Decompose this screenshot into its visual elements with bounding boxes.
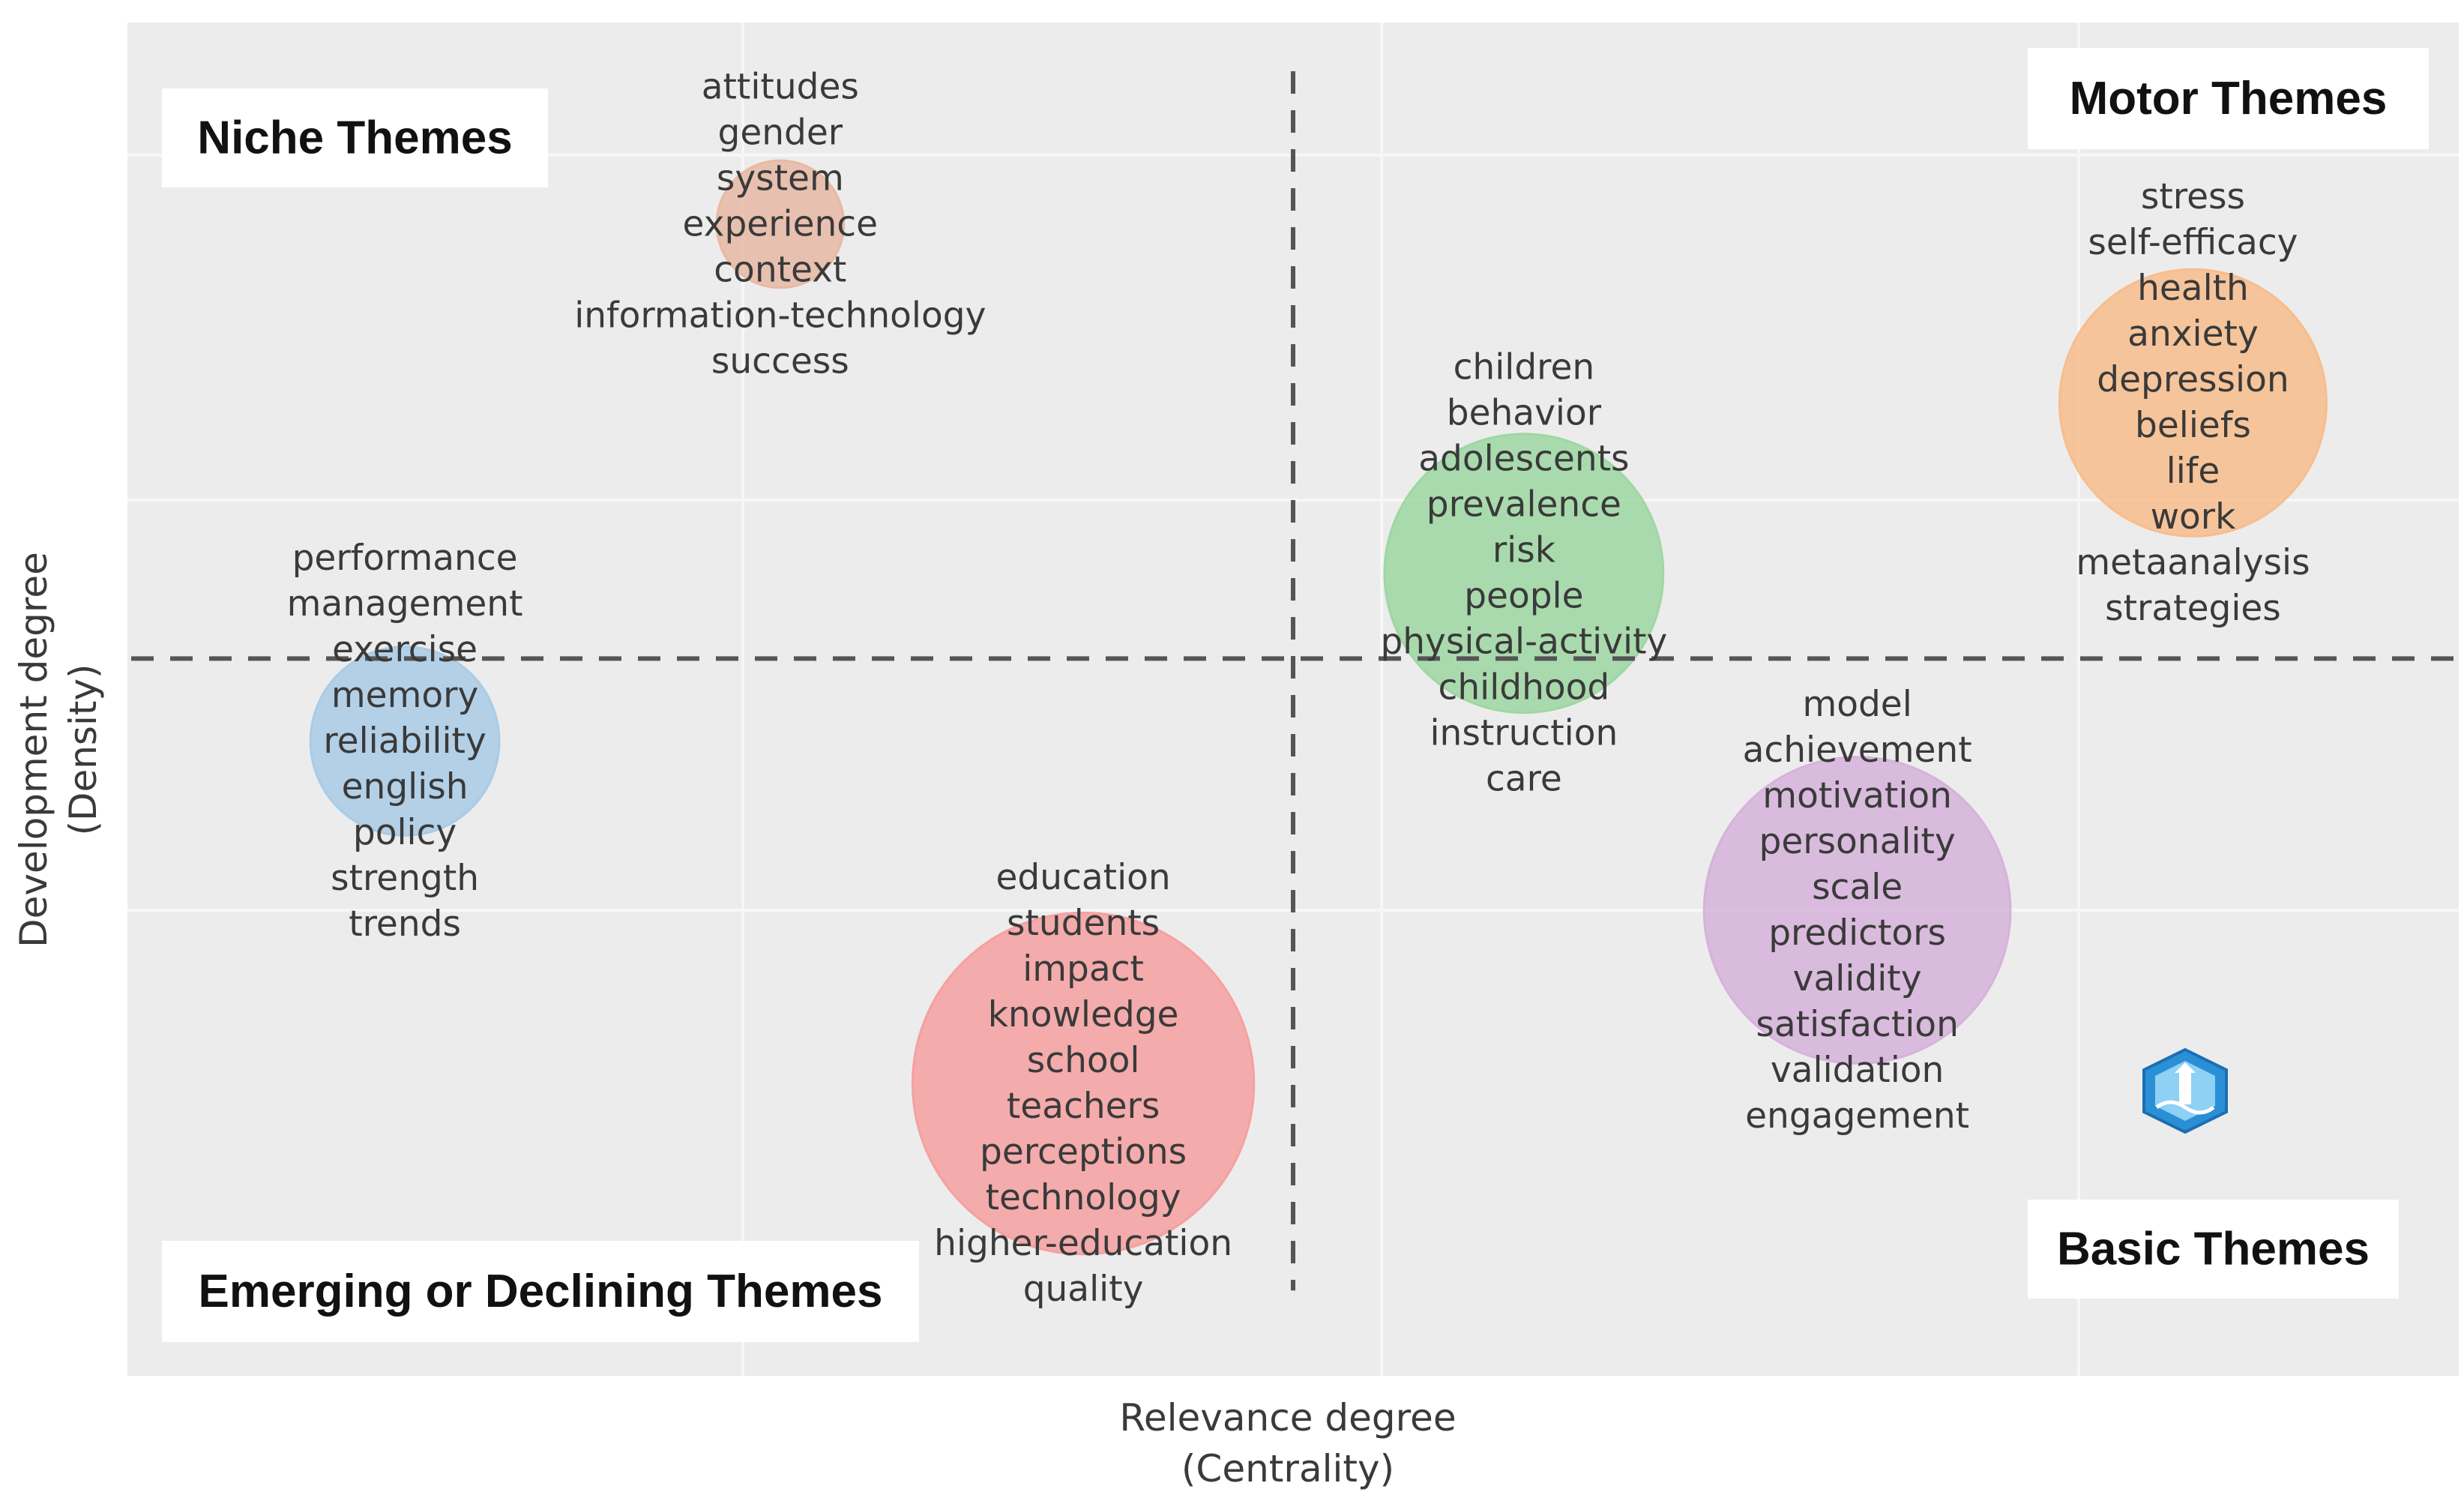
x-axis-sublabel: (Centrality) — [1181, 1447, 1394, 1491]
cluster-keyword: physical-activity — [1380, 622, 1667, 663]
quadrant-label-box — [162, 1241, 919, 1342]
cluster-keyword: anxiety — [2127, 313, 2259, 355]
quadrant-label-bottom-left: Emerging or Declining Themes — [162, 1241, 919, 1342]
cluster-keyword: predictors — [1768, 912, 1946, 954]
cluster-bubble-4 — [1702, 756, 2012, 1065]
cluster-keyword: reliability — [323, 721, 486, 762]
cluster-keyword: engagement — [1745, 1095, 1969, 1137]
cluster-keyword: attitudes — [702, 66, 859, 107]
cluster-keyword: metaanalysis — [2076, 542, 2310, 583]
cluster-keyword: knowledge — [988, 994, 1179, 1035]
quadrant-label-text: Emerging or Declining Themes — [199, 1266, 883, 1317]
cluster-keyword: care — [1486, 759, 1562, 800]
y-axis-title: Development degree (Density) — [12, 552, 105, 948]
cluster-keyword: depression — [2097, 359, 2289, 400]
cluster-keyword: memory — [331, 675, 478, 716]
cluster-bubble-5 — [2058, 268, 2328, 538]
cluster-keyword: beliefs — [2135, 405, 2251, 446]
cluster-keyword: students — [1007, 903, 1160, 944]
median-lines — [131, 70, 2455, 1291]
cluster-bubble-3 — [1383, 433, 1665, 715]
cluster-bubble-2 — [911, 911, 1256, 1256]
quadrant-label-box — [162, 88, 548, 187]
cluster-keyword: model — [1802, 684, 1912, 725]
cluster-keyword: higher-education — [934, 1223, 1232, 1264]
cluster-keyword: validation — [1771, 1050, 1944, 1091]
cluster-keyword: behavior — [1447, 393, 1602, 434]
quadrant-label-top-left: Niche Themes — [162, 88, 548, 187]
cluster-keyword: policy — [353, 812, 457, 853]
cluster-keyword: english — [342, 766, 469, 807]
cluster-keyword: prevalence — [1427, 484, 1621, 526]
cluster-keyword: impact — [1022, 948, 1144, 990]
cluster-keyword: school — [1027, 1040, 1140, 1081]
cluster-keyword: technology — [986, 1177, 1181, 1218]
lighthouse-logo-icon — [2142, 1047, 2228, 1134]
quadrant-label-text: Niche Themes — [197, 112, 512, 164]
cluster-keyword: satisfaction — [1756, 1004, 1958, 1045]
cluster-keyword: scale — [1812, 867, 1903, 908]
quadrant-label-top-right: Motor Themes — [2028, 48, 2429, 149]
cluster-keyword: stress — [2141, 176, 2245, 217]
cluster-keyword: childhood — [1439, 667, 1610, 709]
cluster-keyword: system — [717, 157, 844, 199]
cluster-keyword: success — [711, 340, 849, 382]
cluster-keyword: teachers — [1007, 1086, 1160, 1127]
quadrant-label-box — [2028, 1200, 2399, 1299]
cluster-bubble-0 — [715, 159, 846, 289]
cluster-keyword: instruction — [1430, 713, 1618, 754]
quadrant-label-text: Motor Themes — [2070, 73, 2388, 124]
cluster-keyword: exercise — [332, 629, 478, 670]
cluster-keyword: trends — [349, 903, 461, 945]
cluster-keyword: validity — [1793, 958, 1922, 999]
y-axis-sublabel: (Density) — [61, 664, 105, 835]
quadrant-label-text: Basic Themes — [2057, 1224, 2370, 1275]
cluster-keyword: work — [2151, 496, 2237, 538]
cluster-keyword: self-efficacy — [2088, 222, 2298, 263]
cluster-keyword: children — [1454, 347, 1595, 388]
cluster-keyword: achievement — [1743, 730, 1972, 771]
cluster-keyword: health — [2137, 268, 2249, 309]
cluster-keyword: people — [1464, 576, 1583, 617]
cluster-bubble-1 — [309, 646, 501, 837]
cluster-keyword: life — [2166, 451, 2220, 492]
cluster-keyword: risk — [1492, 530, 1556, 571]
x-axis-label: Relevance degree — [1119, 1396, 1456, 1440]
x-axis-title: Relevance degree (Centrality) — [1119, 1396, 1456, 1491]
quadrant-label-box — [2028, 48, 2429, 149]
y-axis-label: Development degree — [12, 552, 55, 948]
cluster-keyword: adolescents — [1418, 439, 1629, 480]
cluster-keyword: performance — [292, 538, 518, 579]
cluster-keyword: information-technology — [574, 295, 986, 336]
cluster-keyword: quality — [1023, 1269, 1144, 1310]
cluster-keyword: context — [714, 249, 846, 290]
cluster-keyword: personality — [1759, 821, 1955, 862]
cluster-keyword: experience — [683, 203, 879, 244]
cluster-keyword: strength — [331, 858, 479, 899]
cluster-keyword: motivation — [1762, 775, 1952, 816]
cluster-keyword: management — [287, 583, 523, 625]
cluster-keyword: strategies — [2105, 588, 2281, 629]
cluster-keyword: perceptions — [980, 1131, 1187, 1173]
cluster-keyword: education — [995, 857, 1170, 898]
cluster-bubbles — [309, 159, 2328, 1256]
cluster-keyword: gender — [717, 112, 843, 153]
quadrant-label-bottom-right: Basic Themes — [2028, 1200, 2399, 1299]
